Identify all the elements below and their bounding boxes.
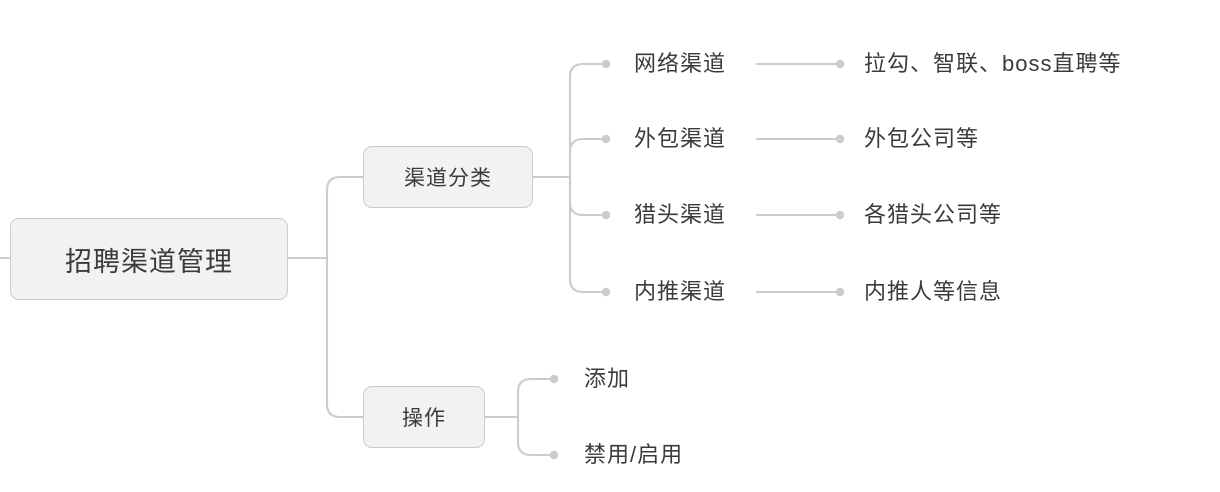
leaf-label-referral-channel[interactable]: 内推渠道 [634, 279, 727, 304]
link-root-branch-0 [325, 175, 365, 260]
link-b1-leaf-1 [516, 415, 556, 457]
leaf-label-online-channel[interactable]: 网络渠道 [634, 51, 727, 76]
leaf-label-disable-enable[interactable]: 禁用/启用 [584, 442, 684, 467]
desc-label-headhunter-channel: 各猎头公司等 [864, 202, 1003, 227]
link-b0-leaf-0 [568, 62, 608, 179]
desc-label-outsourcing-channel: 外包公司等 [864, 126, 980, 151]
leaf-dot-b0-3 [601, 287, 611, 297]
desc-dot-2 [835, 210, 845, 220]
branch-node-label: 操作 [402, 407, 446, 430]
leaf-dot-b0-2 [601, 210, 611, 220]
branch-node-label: 渠道分类 [404, 167, 492, 190]
desc-dot-0 [835, 59, 845, 69]
branch-node-operations[interactable]: 操作 [363, 386, 485, 448]
link-b1-leaf-0 [516, 377, 556, 419]
desc-label-referral-channel: 内推人等信息 [864, 279, 1003, 304]
leaf-dot-b1-1 [549, 450, 559, 460]
leaf-dot-b0-1 [601, 134, 611, 144]
link-root-branch-1 [325, 256, 365, 419]
leaf-label-add[interactable]: 添加 [584, 366, 631, 391]
desc-dot-1 [835, 134, 845, 144]
link-b0-leaf-3 [568, 175, 608, 294]
root-node[interactable]: 招聘渠道管理 [10, 218, 288, 300]
leaf-label-headhunter-channel[interactable]: 猎头渠道 [634, 202, 727, 227]
branch-node-channel-classification[interactable]: 渠道分类 [363, 146, 533, 208]
leaf-dot-b1-0 [549, 374, 559, 384]
leaf-label-outsourcing-channel[interactable]: 外包渠道 [634, 126, 727, 151]
link-b0-leaf-1 [568, 137, 608, 179]
root-node-label: 招聘渠道管理 [65, 246, 233, 277]
desc-dot-3 [835, 287, 845, 297]
connector-dots [549, 59, 845, 460]
link-b0-leaf-2 [568, 175, 608, 217]
desc-label-online-channel: 拉勾、智联、boss直聘等 [864, 51, 1122, 76]
leaf-dot-b0-0 [601, 59, 611, 69]
